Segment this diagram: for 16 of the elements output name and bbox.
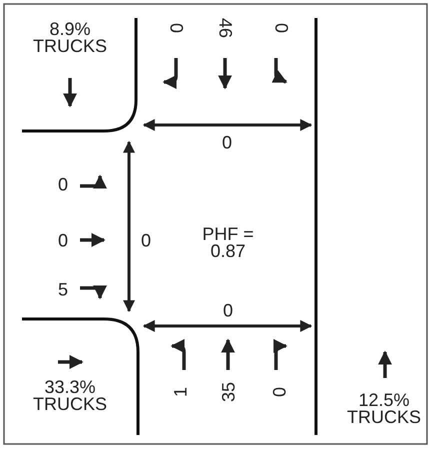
pedestrian-count: 0 [141,232,151,250]
volume-count: 0 [272,23,290,33]
truck-percentage: 33.3% TRUCKS [32,379,108,413]
volume-count: 0 [168,23,184,33]
volume-count: 5 [58,282,68,298]
peak-hour-factor: PHF = 0.87 [201,226,255,260]
truck-percentage: 12.5% TRUCKS [346,392,422,426]
volume-count: 0 [272,387,288,397]
pedestrian-count: 0 [222,134,232,152]
truck-percentage: 8.9% TRUCKS [32,21,108,55]
pedestrian-count: 0 [223,302,233,320]
volume-count: 35 [220,382,238,402]
volume-count: 0 [58,232,68,250]
volume-count: 0 [58,176,68,194]
volume-count: 46 [216,18,234,38]
volume-count: 1 [172,387,190,397]
